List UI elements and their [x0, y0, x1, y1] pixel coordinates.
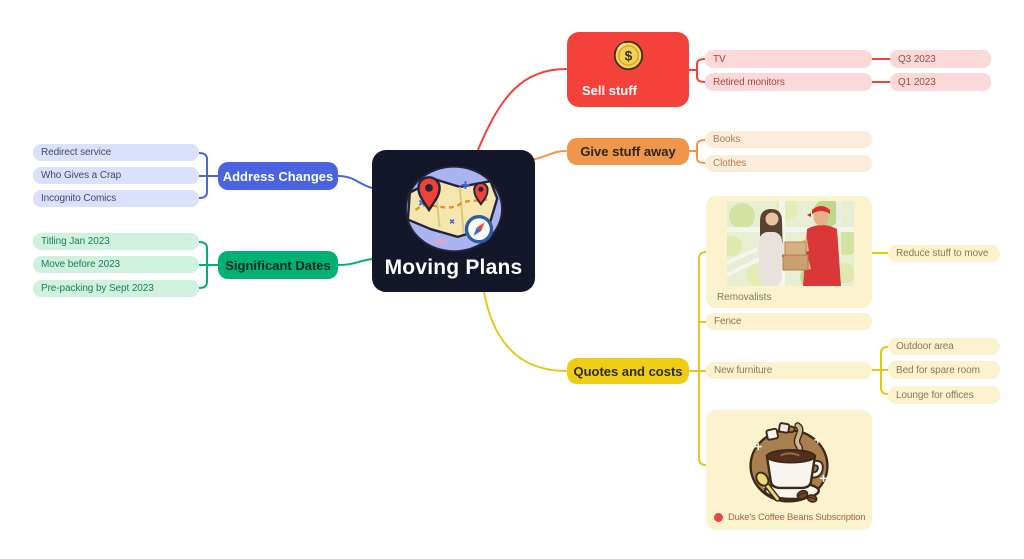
connector-new-furniture-bracket: [871, 346, 889, 395]
topic-clothes[interactable]: Clothes: [705, 155, 872, 172]
topic-label: Who Gives a Crap: [41, 170, 122, 181]
connector-address-bracket: [198, 152, 219, 199]
topic-duke-label-row: Duke's Coffee Beans Subscription: [714, 512, 865, 523]
topic-label: Pre-packing by Sept 2023: [41, 283, 154, 294]
topic-lounge-for-offices[interactable]: Lounge for offices: [888, 386, 1000, 404]
removalists-delivery-photo: [727, 201, 854, 286]
topic-coffee-subscription-card[interactable]: Duke's Coffee Beans Subscription: [706, 410, 872, 530]
topic-label: Move before 2023: [41, 259, 121, 270]
central-topic-label: Moving Plans: [384, 256, 523, 279]
topic-q1-2023[interactable]: Q1 2023: [890, 73, 991, 91]
topic-label: TV: [713, 53, 726, 65]
topic-incognito-comics[interactable]: Incognito Comics: [33, 190, 199, 207]
topic-outdoor-area[interactable]: Outdoor area: [888, 338, 1000, 355]
branch-label: Quotes and costs: [573, 363, 683, 379]
topic-label: Fence: [714, 316, 742, 327]
topic-reduce-stuff-to-move[interactable]: Reduce stuff to move: [888, 245, 1000, 262]
branch-label: Give stuff away: [580, 144, 676, 159]
branch-label: Sell stuff: [582, 83, 637, 98]
topic-pre-packing[interactable]: Pre-packing by Sept 2023: [33, 280, 199, 297]
topic-who-gives-a-crap[interactable]: Who Gives a Crap: [33, 167, 199, 184]
branch-sell-stuff[interactable]: $ Sell stuff: [567, 32, 689, 107]
topic-label: Outdoor area: [896, 341, 954, 352]
topic-books[interactable]: Books: [705, 131, 872, 148]
central-topic-moving-plans[interactable]: Moving Plans: [372, 150, 535, 292]
topic-label: Q1 2023: [898, 76, 936, 88]
topic-new-furniture[interactable]: New furniture: [706, 362, 872, 379]
connector-central-to-give-away: [534, 150, 567, 160]
connector-central-to-quotes: [483, 291, 567, 372]
map-illustration: [405, 165, 503, 253]
branch-address-changes[interactable]: Address Changes: [218, 162, 338, 190]
topic-label: Titling Jan 2023: [41, 236, 110, 247]
topic-label: Clothes: [713, 158, 747, 169]
branch-label: Significant Dates: [225, 257, 331, 273]
topic-retired-monitors[interactable]: Retired monitors: [705, 73, 872, 91]
topic-bed-for-spare-room[interactable]: Bed for spare room: [888, 361, 1000, 379]
branch-quotes-and-costs[interactable]: Quotes and costs: [567, 358, 689, 384]
connector-sell-stuff-bracket: [688, 58, 706, 83]
branch-label: Address Changes: [222, 168, 334, 184]
topic-redirect-service[interactable]: Redirect service: [33, 144, 199, 161]
topic-fence[interactable]: Fence: [706, 313, 872, 330]
dollar-coin-icon: $: [613, 40, 644, 71]
connector-central-to-sell-stuff: [477, 68, 567, 151]
delivery-man-figure: [782, 206, 841, 286]
coffee-cup-illustration: [749, 422, 829, 503]
dollar-glyph: $: [625, 49, 633, 64]
connector-central-to-significant-dates: [337, 258, 373, 266]
topic-move-before-2023[interactable]: Move before 2023: [33, 256, 199, 273]
topic-label: New furniture: [714, 365, 773, 376]
spoon: [755, 471, 781, 502]
branch-give-stuff-away[interactable]: Give stuff away: [567, 138, 689, 165]
red-dot-marker-icon: [714, 513, 723, 522]
connector-central-to-address-changes: [337, 175, 373, 189]
topic-label: Q3 2023: [898, 53, 936, 65]
connector-dates-bracket: [198, 241, 219, 289]
connector-quotes-trunk: [688, 251, 707, 466]
topic-label: Incognito Comics: [41, 193, 117, 204]
topic-label: Books: [713, 134, 741, 145]
branch-significant-dates[interactable]: Significant Dates: [218, 251, 338, 279]
topic-titling-jan-2023[interactable]: Titling Jan 2023: [33, 233, 199, 250]
topic-label: Retired monitors: [713, 76, 785, 88]
connector-give-away-bracket: [688, 139, 706, 164]
topic-label: Reduce stuff to move: [896, 248, 989, 259]
topic-tv[interactable]: TV: [705, 50, 872, 68]
topic-label: Redirect service: [41, 147, 112, 158]
topic-label: Duke's Coffee Beans Subscription: [728, 512, 866, 523]
topic-removalists-card[interactable]: Removalists: [706, 196, 872, 308]
topic-label: Lounge for offices: [896, 389, 974, 401]
topic-q3-2023[interactable]: Q3 2023: [890, 50, 991, 68]
topic-label: Removalists: [717, 292, 772, 303]
topic-label: Bed for spare room: [896, 364, 980, 376]
